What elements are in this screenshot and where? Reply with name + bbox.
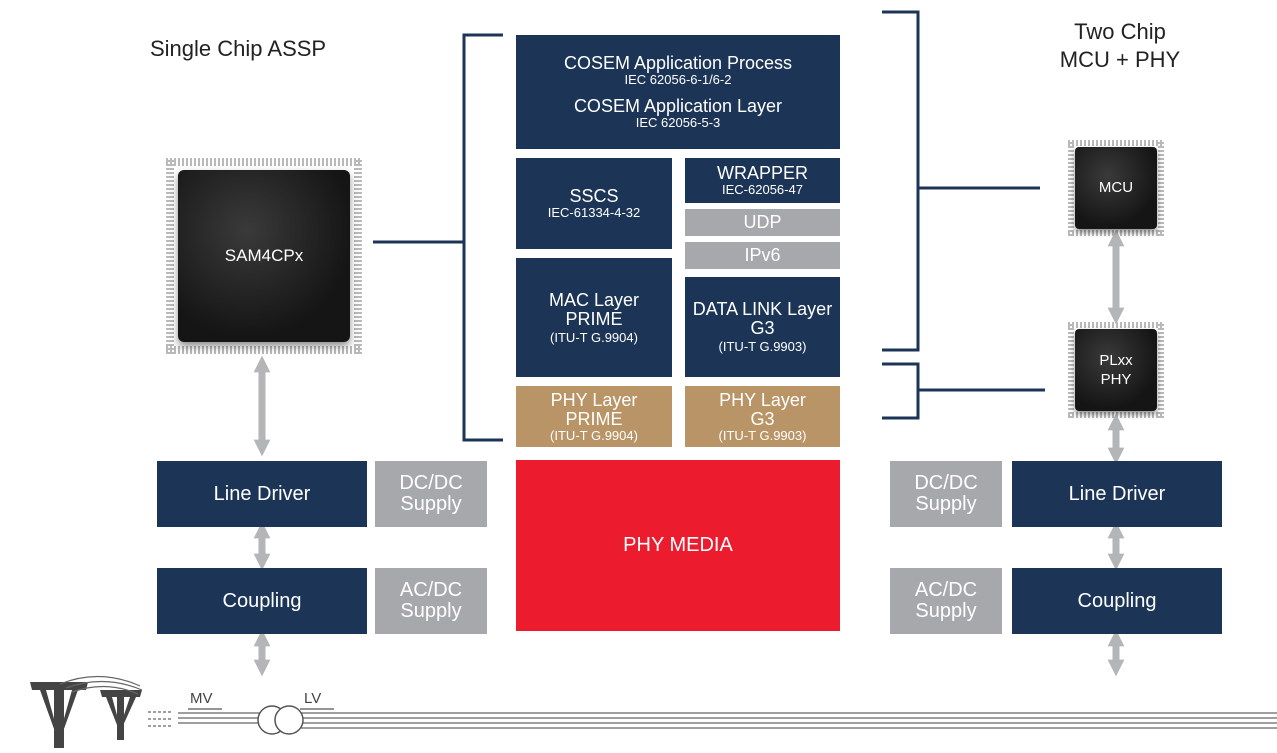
phy-prime-block: PHY Layer PRIME (ITU-T G.9904)	[516, 386, 672, 447]
left-acdc-line2: Supply	[400, 600, 462, 622]
mcu-label: MCU	[1098, 179, 1134, 196]
sam4cpx-chip: SAM4CPx	[166, 158, 362, 354]
chip-icon	[1075, 329, 1157, 411]
right-dcdc-line1: DC/DC	[914, 472, 978, 494]
left-dcdc-line1: DC/DC	[399, 472, 463, 494]
cosem-ap-standard: IEC 62056-6-1/6-2	[624, 72, 732, 88]
mac-layer-line2: PRIME	[565, 308, 623, 329]
left-coupling: Coupling	[157, 568, 367, 634]
sscs-block: SSCS IEC-61334-4-32	[516, 158, 672, 249]
phy-g3-block: PHY Layer G3 (ITU-T G.9903)	[685, 386, 840, 447]
data-link-line2: G3	[750, 318, 775, 339]
right-acdc-line2: Supply	[915, 600, 977, 622]
mv-label: MV	[190, 690, 213, 707]
phy-prime-line2: PRIME	[565, 408, 623, 429]
phy-prime-standard: (ITU-T G.9904)	[550, 427, 638, 443]
data-link-standard: (ITU-T G.9903)	[718, 339, 807, 355]
sscs-standard: IEC-61334-4-32	[547, 205, 641, 221]
cosem-al-standard: IEC 62056-5-3	[635, 114, 721, 130]
phy-g3-standard: (ITU-T G.9903)	[718, 427, 807, 443]
plxx-label: PLxx PHY	[1068, 352, 1164, 390]
cosem-al-label: COSEM Application Layer	[573, 96, 783, 116]
data-link-block: DATA LINK Layer G3 (ITU-T G.9903)	[685, 277, 840, 377]
left-bracket-icon	[373, 33, 503, 442]
sscs-label: SSCS	[569, 186, 619, 207]
wrapper-block: WRAPPER IEC-62056-47	[685, 158, 840, 203]
mcu-chip: MCU	[1068, 140, 1164, 236]
phy-g3-line1: PHY Layer	[719, 389, 806, 410]
left-acdc-line1: AC/DC	[399, 579, 463, 601]
right-bracket-icon	[882, 10, 1045, 420]
power-tower-icon	[30, 682, 142, 748]
udp-block: UDP	[685, 209, 840, 236]
right-acdc-line1: AC/DC	[914, 579, 978, 601]
chip-icon	[178, 170, 350, 342]
data-link-line1: DATA LINK Layer	[692, 299, 833, 320]
cosem-ap-label: COSEM Application Process	[563, 53, 793, 74]
left-line-driver: Line Driver	[157, 461, 367, 527]
transformer-icon	[257, 705, 304, 735]
two-chip-heading: Two Chip MCU + PHY	[1000, 18, 1240, 73]
left-dcdc-line2: Supply	[400, 493, 462, 515]
mac-layer-block: MAC Layer PRIME (ITU-T G.9904)	[516, 258, 672, 377]
power-wires	[59, 675, 172, 727]
wrapper-label: WRAPPER	[716, 163, 808, 184]
single-chip-heading: Single Chip ASSP	[150, 36, 327, 61]
grid-lines	[178, 708, 1277, 729]
mac-layer-standard: (ITU-T G.9904)	[550, 329, 638, 345]
left-dcdc-supply: DC/DC Supply	[375, 461, 487, 527]
phy-g3-line2: G3	[750, 408, 775, 429]
two-chip-heading-line1: Two Chip	[1074, 19, 1166, 44]
phy-prime-line1: PHY Layer	[550, 389, 638, 410]
right-dcdc-line2: Supply	[915, 493, 977, 515]
plxx-label-line2: PHY	[1100, 370, 1132, 388]
right-line-driver: Line Driver	[1012, 461, 1222, 527]
ipv6-block: IPv6	[685, 242, 840, 269]
right-dcdc-supply: DC/DC Supply	[890, 461, 1002, 527]
plxx-label-line1: PLxx	[1099, 352, 1133, 369]
lv-label: LV	[304, 690, 322, 707]
cosem-block: COSEM Application Process IEC 62056-6-1/…	[516, 35, 840, 149]
plxx-phy-chip: PLxx PHY	[1068, 322, 1164, 418]
mac-layer-line1: MAC Layer	[548, 289, 640, 310]
right-coupling: Coupling	[1012, 568, 1222, 634]
chip-icon	[1075, 147, 1157, 229]
right-acdc-supply: AC/DC Supply	[890, 568, 1002, 634]
sam4cpx-label: SAM4CPx	[224, 246, 304, 265]
two-chip-heading-line2: MCU + PHY	[1059, 46, 1181, 72]
phy-media-block: PHY MEDIA	[516, 460, 840, 631]
left-acdc-supply: AC/DC Supply	[375, 568, 487, 634]
wrapper-standard: IEC-62056-47	[722, 182, 803, 198]
